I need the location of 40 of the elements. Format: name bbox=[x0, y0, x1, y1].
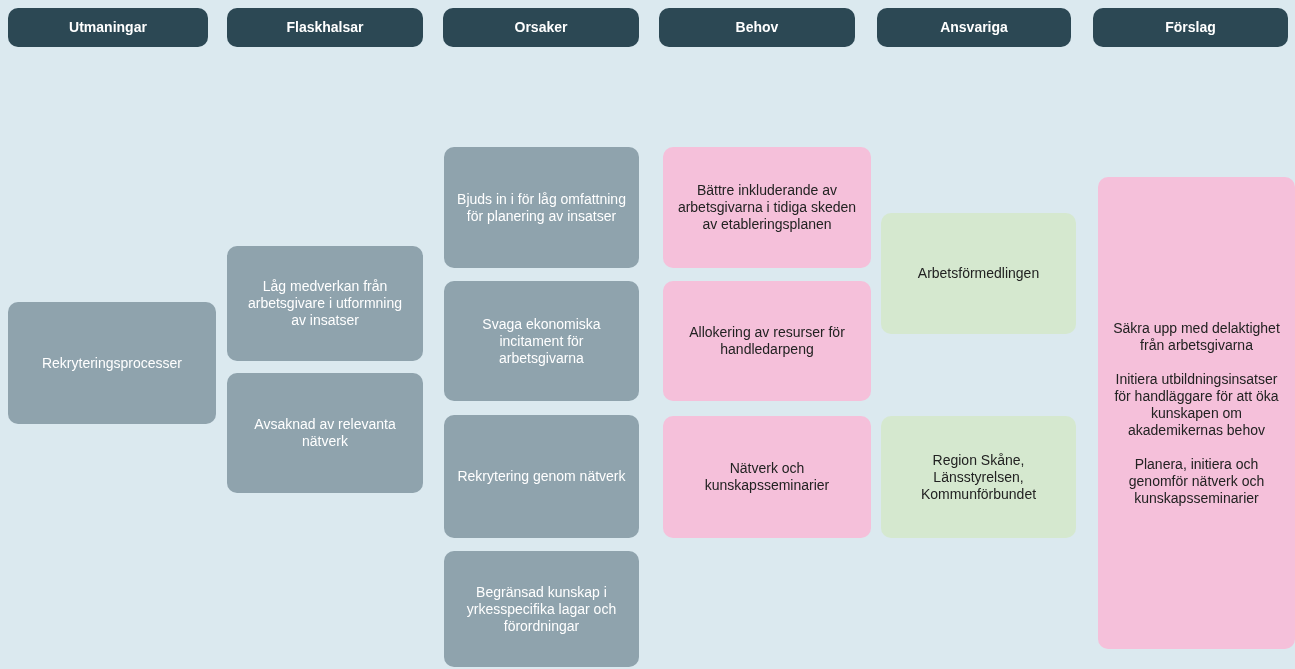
cause-card bbox=[444, 281, 639, 401]
column-header bbox=[659, 8, 855, 47]
need-card bbox=[1098, 177, 1295, 649]
card-text: Region Skåne, Länsstyrelsen, Kommunförbundet bbox=[919, 451, 1038, 503]
header-text: Ansvariga bbox=[940, 19, 1008, 36]
card-text: Begränsad kunskap i yrkesspecifika lagar och förordningar bbox=[465, 583, 618, 635]
column-header bbox=[443, 8, 639, 47]
card-text: Nätverk och kunskapsseminarier bbox=[703, 460, 831, 494]
responsible-card bbox=[881, 213, 1076, 334]
cause-card bbox=[444, 147, 639, 268]
card-text: Initiera utbildningsinsatser för handläggare för att öka kunskapen om akademikernas behov bbox=[1113, 370, 1280, 439]
card-text: Svaga ekonomiska incitament för arbetsgivarna bbox=[481, 315, 602, 367]
header-text: Utmaningar bbox=[69, 19, 147, 36]
card-text: Rekrytering genom nätverk bbox=[457, 468, 626, 485]
card-text: Säkra upp med delaktighet från arbetsgivarna bbox=[1112, 319, 1281, 354]
card-text: Planera, initiera och genomför nätverk och kunskapsseminarier bbox=[1127, 455, 1266, 507]
need-card bbox=[663, 147, 871, 268]
column-header bbox=[227, 8, 423, 47]
header-text: Förslag bbox=[1165, 19, 1216, 36]
card-text: Rekryteringsprocesser bbox=[41, 354, 183, 372]
cause-card bbox=[444, 415, 639, 538]
card-text: Avsaknad av relevanta nätverk bbox=[253, 416, 397, 450]
need-card bbox=[663, 416, 871, 538]
card-text: Arbetsförmedlingen bbox=[917, 265, 1040, 282]
card-text: Låg medverkan från arbetsgivare i utformning av insatser bbox=[246, 278, 404, 329]
column-header bbox=[8, 8, 208, 47]
responsible-card bbox=[881, 416, 1076, 538]
header-text: Behov bbox=[735, 19, 779, 36]
column-header bbox=[877, 8, 1071, 47]
column-header bbox=[1093, 8, 1288, 47]
cause-card bbox=[444, 551, 639, 667]
card-text: Bjuds in i för låg omfattning för planering av insatser bbox=[456, 190, 627, 225]
header-text: Orsaker bbox=[514, 19, 568, 36]
card-text: Allokering av resurser för handledarpeng bbox=[688, 324, 846, 358]
header-text: Flaskhalsar bbox=[286, 19, 364, 36]
card-text: Bättre inkluderande av arbetsgivarna i tidiga skeden av etableringsplanen bbox=[676, 182, 858, 233]
cause-card bbox=[227, 246, 423, 361]
need-card bbox=[663, 281, 871, 401]
cause-card bbox=[8, 302, 216, 424]
cause-card bbox=[227, 373, 423, 493]
